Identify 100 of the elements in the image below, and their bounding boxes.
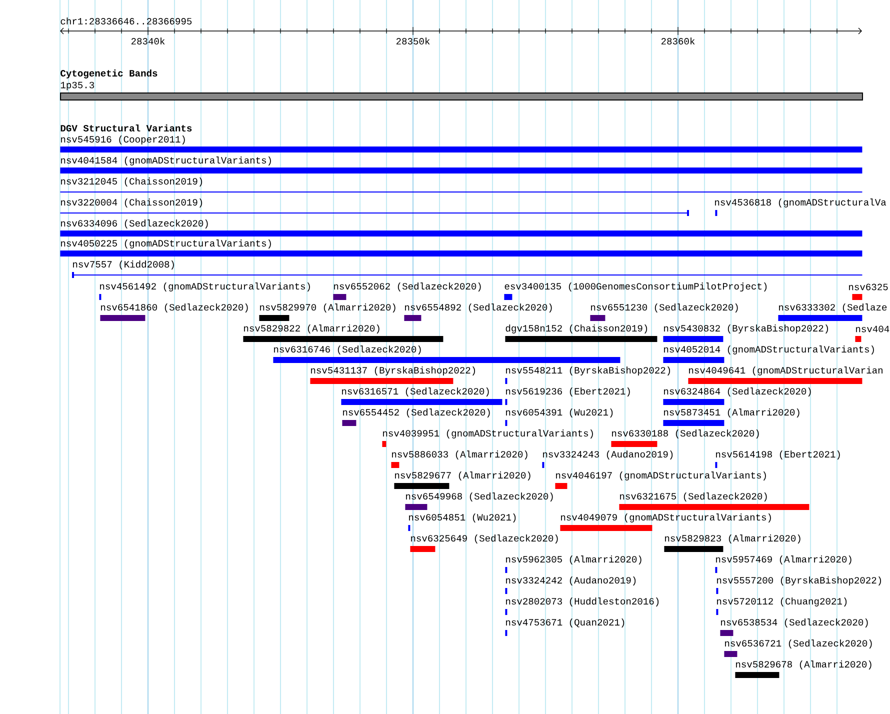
variant-bar [560,525,652,531]
variant-label: nsv6325 [849,284,888,290]
variant-label: nsv5720112 (Chuang2021) [717,598,847,606]
variant-bar [504,294,512,300]
variant-bar [555,483,568,489]
variant-label: nsv4753671 (Quan2021) [506,618,624,628]
variant-bar [405,504,428,510]
variant-bar [778,315,862,321]
chromosome-band [60,92,864,100]
variant-label: nsv545916 (Cooper2011) [61,136,185,144]
variant-label: nsv6554892 (Sedlazeck2020) [405,304,552,312]
variant-bar [100,315,146,321]
variant-label: nsv3220004 (Chaisson2019) [61,198,202,208]
variant-label: nsv5430832 (ByrskaBishop2022) [664,324,828,334]
variant-bar [720,630,734,636]
variant-bar [716,609,718,615]
variant-line [72,272,862,278]
variant-label: nsv4041584 (gnomADStructuralVariants) [61,156,271,166]
variant-bar [505,630,508,636]
tick-label: 28350k [396,38,430,44]
variant-label: nsv6334096 (Sedlazeck2020) [61,220,208,228]
variant-label: nsv5886033 (Almarri2020) [392,450,528,460]
variant-bar [505,399,508,405]
variant-bar [60,250,862,256]
variant-label: nsv3212045 (Chaisson2019) [61,178,202,186]
track-heading: DGV Structural Variants [60,124,192,132]
variant-label: nsv6324864 (Sedlazeck2020) [664,388,811,396]
variant-bar [688,378,862,384]
variant-label: nsv4561492 (gnomADStructuralVariants) [100,282,310,292]
variant-label: nsv6551230 (Sedlazeck2020) [591,304,738,312]
variant-label: nsv6333302 (Sedlaze [779,304,887,312]
variant-label: nsv6554452 (Sedlazeck2020) [343,408,490,418]
variant-bar [410,546,436,552]
variant-bar [663,399,724,405]
variant-bar [542,462,544,468]
variant-label: nsv4536818 (gnomADStructuralVa [715,198,886,208]
variant-label: nsv5829970 (Almarri2020) [260,304,396,312]
variant-bar [735,672,780,678]
variant-label: nsv3324242 (Audano2019) [506,576,636,586]
variant-label: 1p35.3 [60,82,94,90]
variant-bar [505,378,508,384]
variant-label: nsv6536721 (Sedlazeck2020) [725,640,872,648]
variant-label: nsv5829678 (Almarri2020) [736,660,872,670]
tick-label: 28360k [661,38,695,44]
variant-label: nsv4050225 (gnomADStructuralVariants) [61,240,271,248]
variant-bar [715,567,718,573]
variant-label: nsv5829677 (Almarri2020) [395,472,530,480]
variant-bar [273,357,620,363]
variant-label: nsv4049641 (gnomADStructuralVarian [689,366,882,376]
variant-label: nsv6316571 (Sedlazeck2020) [342,388,489,396]
variant-label: nsv5431137 (ByrskaBishop2022) [311,366,475,376]
variant-bar [715,210,718,216]
variant-label: nsv6549968 (Sedlazeck2020) [406,492,553,502]
variant-label: nsv4039951 (gnomADStructuralVariants) [383,430,593,438]
variant-label: nsv6316746 (Sedlazeck2020) [274,346,421,354]
track-heading: Cytogenetic Bands [60,70,158,78]
variant-label: nsv6538534 (Sedlazeck2020) [721,618,868,628]
variant-label: nsv4046197 (gnomADStructuralVariants) [556,472,766,480]
variant-label: nsv5829822 (Almarri2020) [244,324,380,334]
variant-label: nsv5548211 (ByrskaBishop2022) [506,366,670,376]
variant-bar [404,315,422,321]
variant-label: nsv6321675 (Sedlazeck2020) [620,492,767,502]
variant-bar [590,315,606,321]
variant-label: nsv3324243 (Audano2019) [543,450,673,460]
variant-bar [724,651,738,657]
variant-bar [505,336,658,342]
variant-bar [505,588,508,594]
variant-label: nsv6054391 (Wu2021) [506,408,613,418]
variant-label: nsv6552062 (Sedlazeck2020) [334,282,481,292]
variant-label: nsv404 [856,326,890,332]
variant-label: nsv6325649 (Sedlazeck2020) [411,534,558,544]
variant-label: esv3400135 (1000GenomesConsortiumPilotProject) [504,282,767,292]
variant-bar [663,420,724,426]
variant-bar [310,378,454,384]
variant-bar [382,441,386,447]
variant-label: nsv5873451 (Almarri2020) [664,408,800,418]
variant-bar [60,168,862,174]
variant-bar [99,294,102,300]
variant-label: nsv5962305 (Almarri2020) [506,556,642,564]
variant-bar [852,294,862,300]
coordinate-label: chr1:28336646..28366995 [60,18,192,24]
variant-bar [611,441,658,447]
variant-label: nsv5557200 (ByrskaBishop2022) [717,576,881,586]
variant-label: nsv6330188 (Sedlazeck2020) [612,430,759,438]
variant-label: nsv5619236 (Ebert2021) [506,388,630,396]
variant-label: nsv2802073 (Huddleston2016) [506,598,659,606]
variant-line [60,210,689,216]
variant-label: nsv5829823 (Almarri2020) [665,534,800,544]
variant-label: nsv4049079 (gnomADStructuralVariants) [561,514,771,522]
variant-bar [663,336,724,342]
variant-label: nsv6054851 (Wu2021) [409,514,516,522]
variant-label: nsv5614198 (Ebert2021) [716,450,840,460]
variant-label: nsv4052014 (gnomADStructuralVariants) [664,346,874,354]
variant-bar [619,504,810,510]
variant-bar [408,525,410,531]
variant-bar [259,315,290,321]
variant-bar [333,294,346,300]
variant-bar [394,483,450,489]
variant-bar [663,357,724,363]
variant-bar [716,588,718,594]
